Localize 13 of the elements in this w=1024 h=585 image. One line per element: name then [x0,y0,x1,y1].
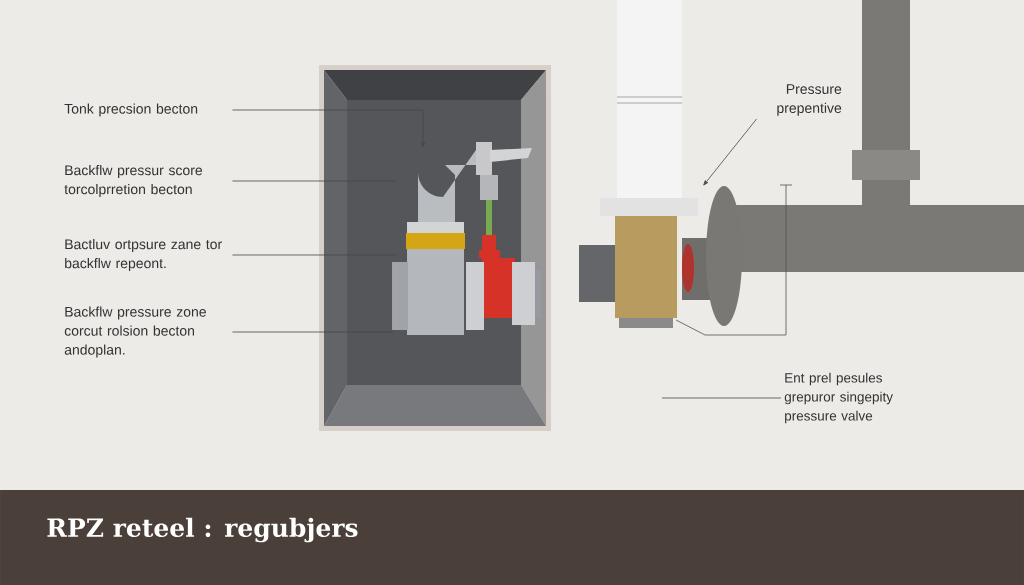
callout-text: Ent prel pesules grepuror singepity pressure valve [784,372,893,424]
leader-line [232,254,397,256]
leader-line [232,109,425,148]
callout-text: Pressure prepentive [777,84,842,116]
callout-text: Bactluv ortpsure zane tor backflw repeont. [65,238,222,271]
leader-line [232,331,394,333]
callout-text: Tonk precsion becton [64,103,198,117]
callout-text: Backflw pressur score torcolprretion becton [64,164,203,197]
leader-line [661,397,782,399]
leader-line [703,118,757,186]
title: RPZ reteel : regubjers [47,517,358,543]
leader-line [232,180,397,182]
callout-text: Backflw pressure zone corcut rolsion becton andoplan. [64,306,206,358]
